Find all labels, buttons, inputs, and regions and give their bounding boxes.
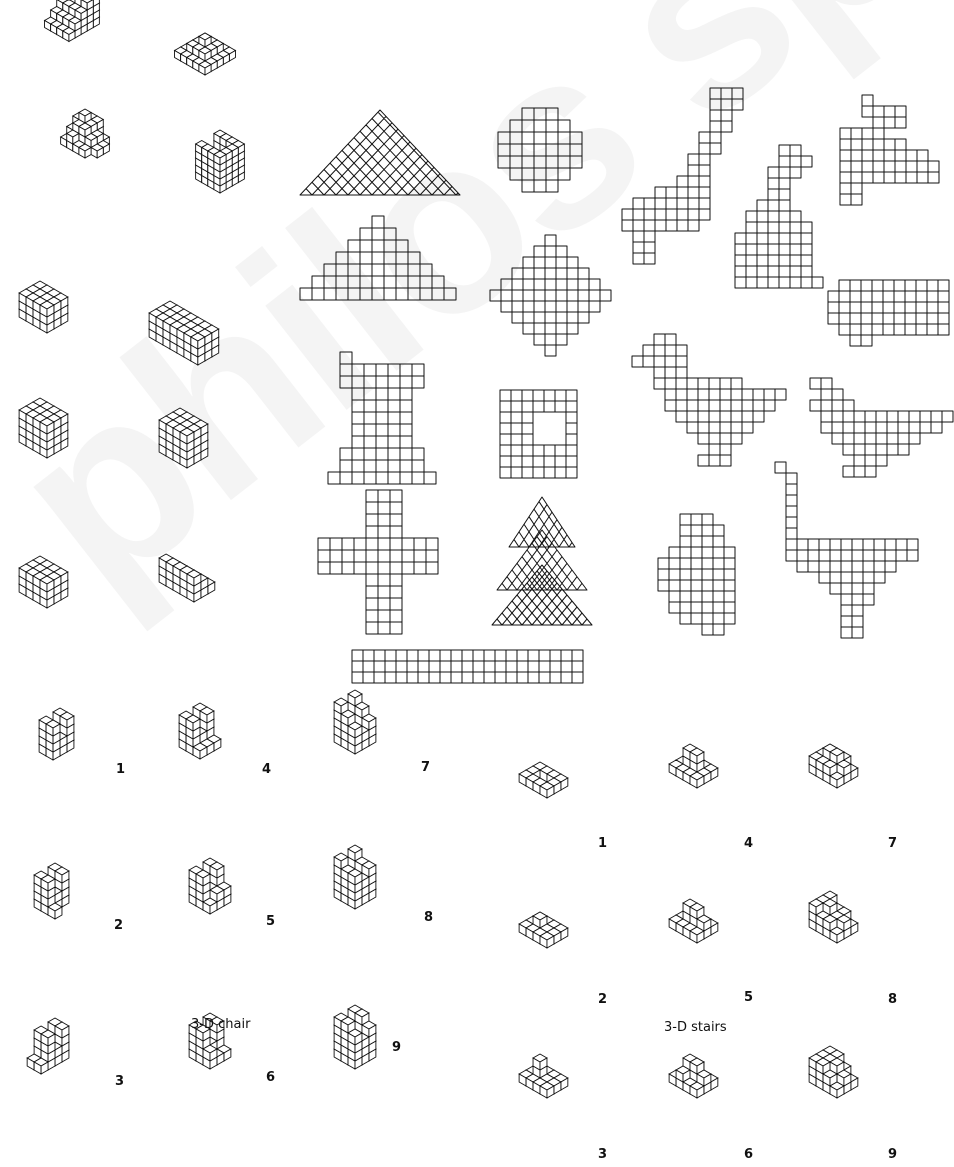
stairs-step-9: 9 [888, 1147, 897, 1162]
stairs-assembly-8 [809, 891, 858, 943]
stairs-step-3: 3 [598, 1147, 607, 1162]
stairs-step-2: 2 [598, 992, 607, 1007]
stairs-step-1: 1 [598, 836, 607, 851]
chair-step-7: 7 [421, 760, 430, 775]
pyramid-stack [175, 33, 236, 75]
chair-assembly-4 [179, 703, 221, 759]
box-4 [159, 408, 208, 468]
stairs-step-6: 6 [744, 1147, 753, 1162]
stairs-assembly-1 [519, 762, 568, 798]
chair-assembly-5 [189, 858, 231, 914]
duck-grid [632, 334, 786, 466]
stair-stack-1 [45, 0, 100, 42]
stairs-step-7: 7 [888, 836, 897, 851]
chair-step-1: 1 [116, 762, 125, 777]
stairs-assembly-7 [809, 744, 858, 788]
rabbit-grid [735, 145, 823, 288]
tree-bottom [492, 565, 592, 625]
irregular-stack [61, 109, 110, 158]
chair-step-3: 3 [115, 1074, 124, 1089]
chair-step-4: 4 [262, 762, 271, 777]
chair-stack [196, 130, 245, 193]
square-hole [533, 412, 566, 445]
box-5 [19, 556, 68, 608]
chair-step-5: 5 [266, 914, 275, 929]
chair-assembly-1 [39, 708, 74, 760]
stairs-step-5: 5 [744, 990, 753, 1005]
plus-grid [318, 490, 438, 634]
giraffe-grid [622, 88, 743, 264]
lattice-triangle [300, 110, 460, 195]
tree-top [509, 497, 575, 547]
stairs-assembly-9 [809, 1046, 858, 1098]
chair-step-8: 8 [424, 910, 433, 925]
diamond-grid [490, 235, 611, 356]
chair-step-6: 6 [266, 1070, 275, 1085]
penguin-grid [658, 514, 735, 635]
stairs-caption: 3-D stairs [664, 1020, 727, 1035]
deer-grid [840, 95, 939, 205]
stairs-assembly-2 [519, 912, 568, 948]
elephant-grid [828, 280, 949, 346]
box-3 [19, 398, 68, 458]
ostrich-grid [775, 462, 918, 638]
stairs-step-4: 4 [744, 836, 753, 851]
stairs-step-8: 8 [888, 992, 897, 1007]
tree-mid [497, 530, 587, 590]
stairs-assembly-6 [669, 1054, 718, 1098]
stairs-assembly-3 [519, 1054, 568, 1098]
chair-assembly-8 [334, 845, 376, 909]
chair-step-9: 9 [392, 1040, 401, 1055]
tower-grid [328, 352, 436, 484]
chair-assembly-7 [334, 690, 376, 754]
chair-step-2: 2 [114, 918, 123, 933]
hen-grid [810, 378, 953, 477]
cross-grid-top [498, 108, 582, 192]
stair-box [159, 554, 215, 602]
triangle-grid [300, 216, 456, 300]
chair-assembly-9 [334, 1005, 376, 1069]
box-2 [149, 301, 219, 365]
stairs-assembly-5 [669, 899, 718, 943]
stairs-assembly-4 [669, 744, 718, 788]
chair-caption: 3-D chair [191, 1017, 250, 1032]
chair-assembly-2 [34, 863, 69, 919]
long-bar [352, 650, 583, 683]
box-1 [19, 281, 68, 333]
chair-assembly-3 [27, 1018, 69, 1074]
